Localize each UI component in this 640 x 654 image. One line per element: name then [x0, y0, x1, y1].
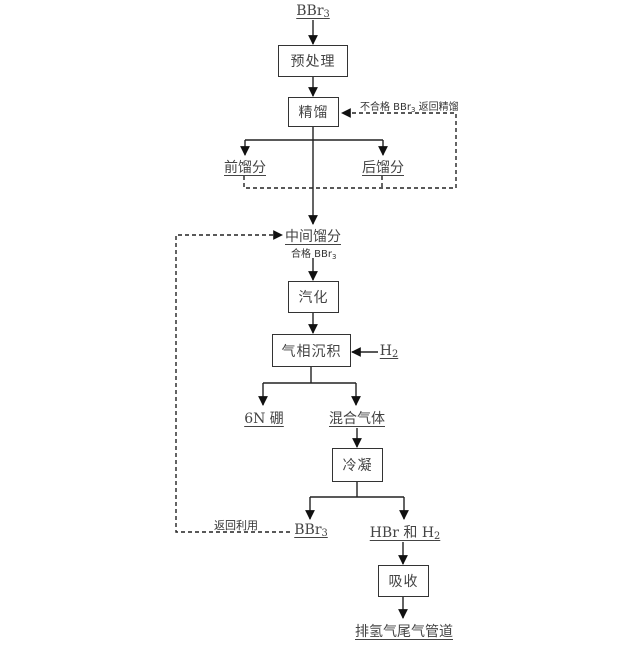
box-vaporization[interactable]: 汽化 — [288, 281, 339, 313]
product-hbr-h2: HBr 和 H2 — [369, 525, 441, 542]
dashed-return-loop-rectification — [243, 108, 457, 189]
box-rectification-label: 精馏 — [298, 105, 329, 121]
box-absorption[interactable]: 吸收 — [378, 565, 429, 597]
box-rectification[interactable]: 精馏 — [288, 97, 339, 127]
box-pretreatment-label: 预处理 — [290, 54, 336, 70]
box-absorption-label: 吸收 — [388, 574, 419, 590]
product-bbr3-out: BBr3 — [294, 522, 328, 539]
product-exhaust-pipe: 排氢气尾气管道 — [355, 624, 453, 640]
box-vapor-deposition[interactable]: 气相沉积 — [272, 334, 351, 367]
box-pretreatment[interactable]: 预处理 — [278, 45, 348, 77]
annotation-return-reuse: 返回利用 — [214, 519, 258, 532]
product-rear-fraction: 后馏分 — [362, 160, 404, 176]
input-bbr3-label: BBr3 — [296, 3, 330, 20]
input-h2-label: H2 — [379, 343, 399, 360]
annotation-unqualified-return: 不合格 BBr3 返回精馏 — [360, 102, 459, 114]
box-condensation[interactable]: 冷凝 — [332, 448, 383, 482]
product-middle-fraction: 中间馏分 — [285, 229, 341, 245]
dashed-return-loop-reuse — [175, 230, 290, 533]
product-6n-boron: 6N 硼 — [244, 411, 284, 427]
product-front-fraction: 前馏分 — [224, 160, 266, 176]
product-mixed-gas: 混合气体 — [329, 411, 385, 427]
box-vapor-deposition-label: 气相沉积 — [281, 343, 342, 360]
box-vaporization-label: 汽化 — [298, 290, 329, 306]
box-condensation-label: 冷凝 — [342, 458, 373, 474]
annotation-qualified: 合格 BBr3 — [291, 249, 337, 261]
